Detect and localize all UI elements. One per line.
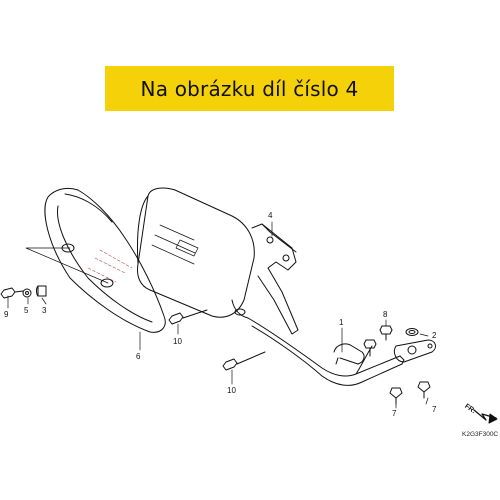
muffler-protector [44, 187, 166, 333]
nut-right [417, 381, 431, 399]
washer-5 [22, 288, 32, 298]
label-part-10-upper: 10 [173, 337, 182, 346]
nut-left [389, 387, 403, 405]
bolt-8-upper [379, 325, 393, 341]
label-part-7-left: 7 [392, 409, 397, 418]
label-part-8: 8 [383, 310, 388, 319]
label-part-6: 6 [136, 352, 141, 361]
front-direction-label: FR. [463, 403, 476, 415]
bolt-9 [0, 287, 24, 299]
muffler-body [137, 187, 255, 319]
part-number-banner: Na obrázku díl číslo 4 [105, 66, 394, 111]
label-part-9: 9 [4, 310, 9, 319]
bolt-10-lower [222, 351, 266, 371]
label-part-2: 2 [432, 331, 437, 340]
label-part-5: 5 [24, 306, 29, 315]
bolt-8-lower [363, 339, 377, 357]
banner-text: Na obrázku díl číslo 4 [140, 76, 359, 101]
label-part-10-lower: 10 [227, 386, 236, 395]
label-part-7-right: 7 [432, 405, 437, 414]
label-part-3: 3 [42, 306, 47, 315]
label-part-4: 4 [268, 211, 273, 220]
bolt-10-upper [168, 309, 208, 325]
label-part-1: 1 [339, 318, 344, 327]
collar-3 [36, 285, 47, 297]
diagram-code: K2G3F300C [462, 431, 498, 438]
mounting-bracket [251, 223, 299, 335]
front-direction-arrow [473, 409, 498, 424]
exhaust-flange [393, 328, 436, 363]
leader-lines [7, 221, 429, 409]
pipe-clamp [333, 343, 365, 365]
